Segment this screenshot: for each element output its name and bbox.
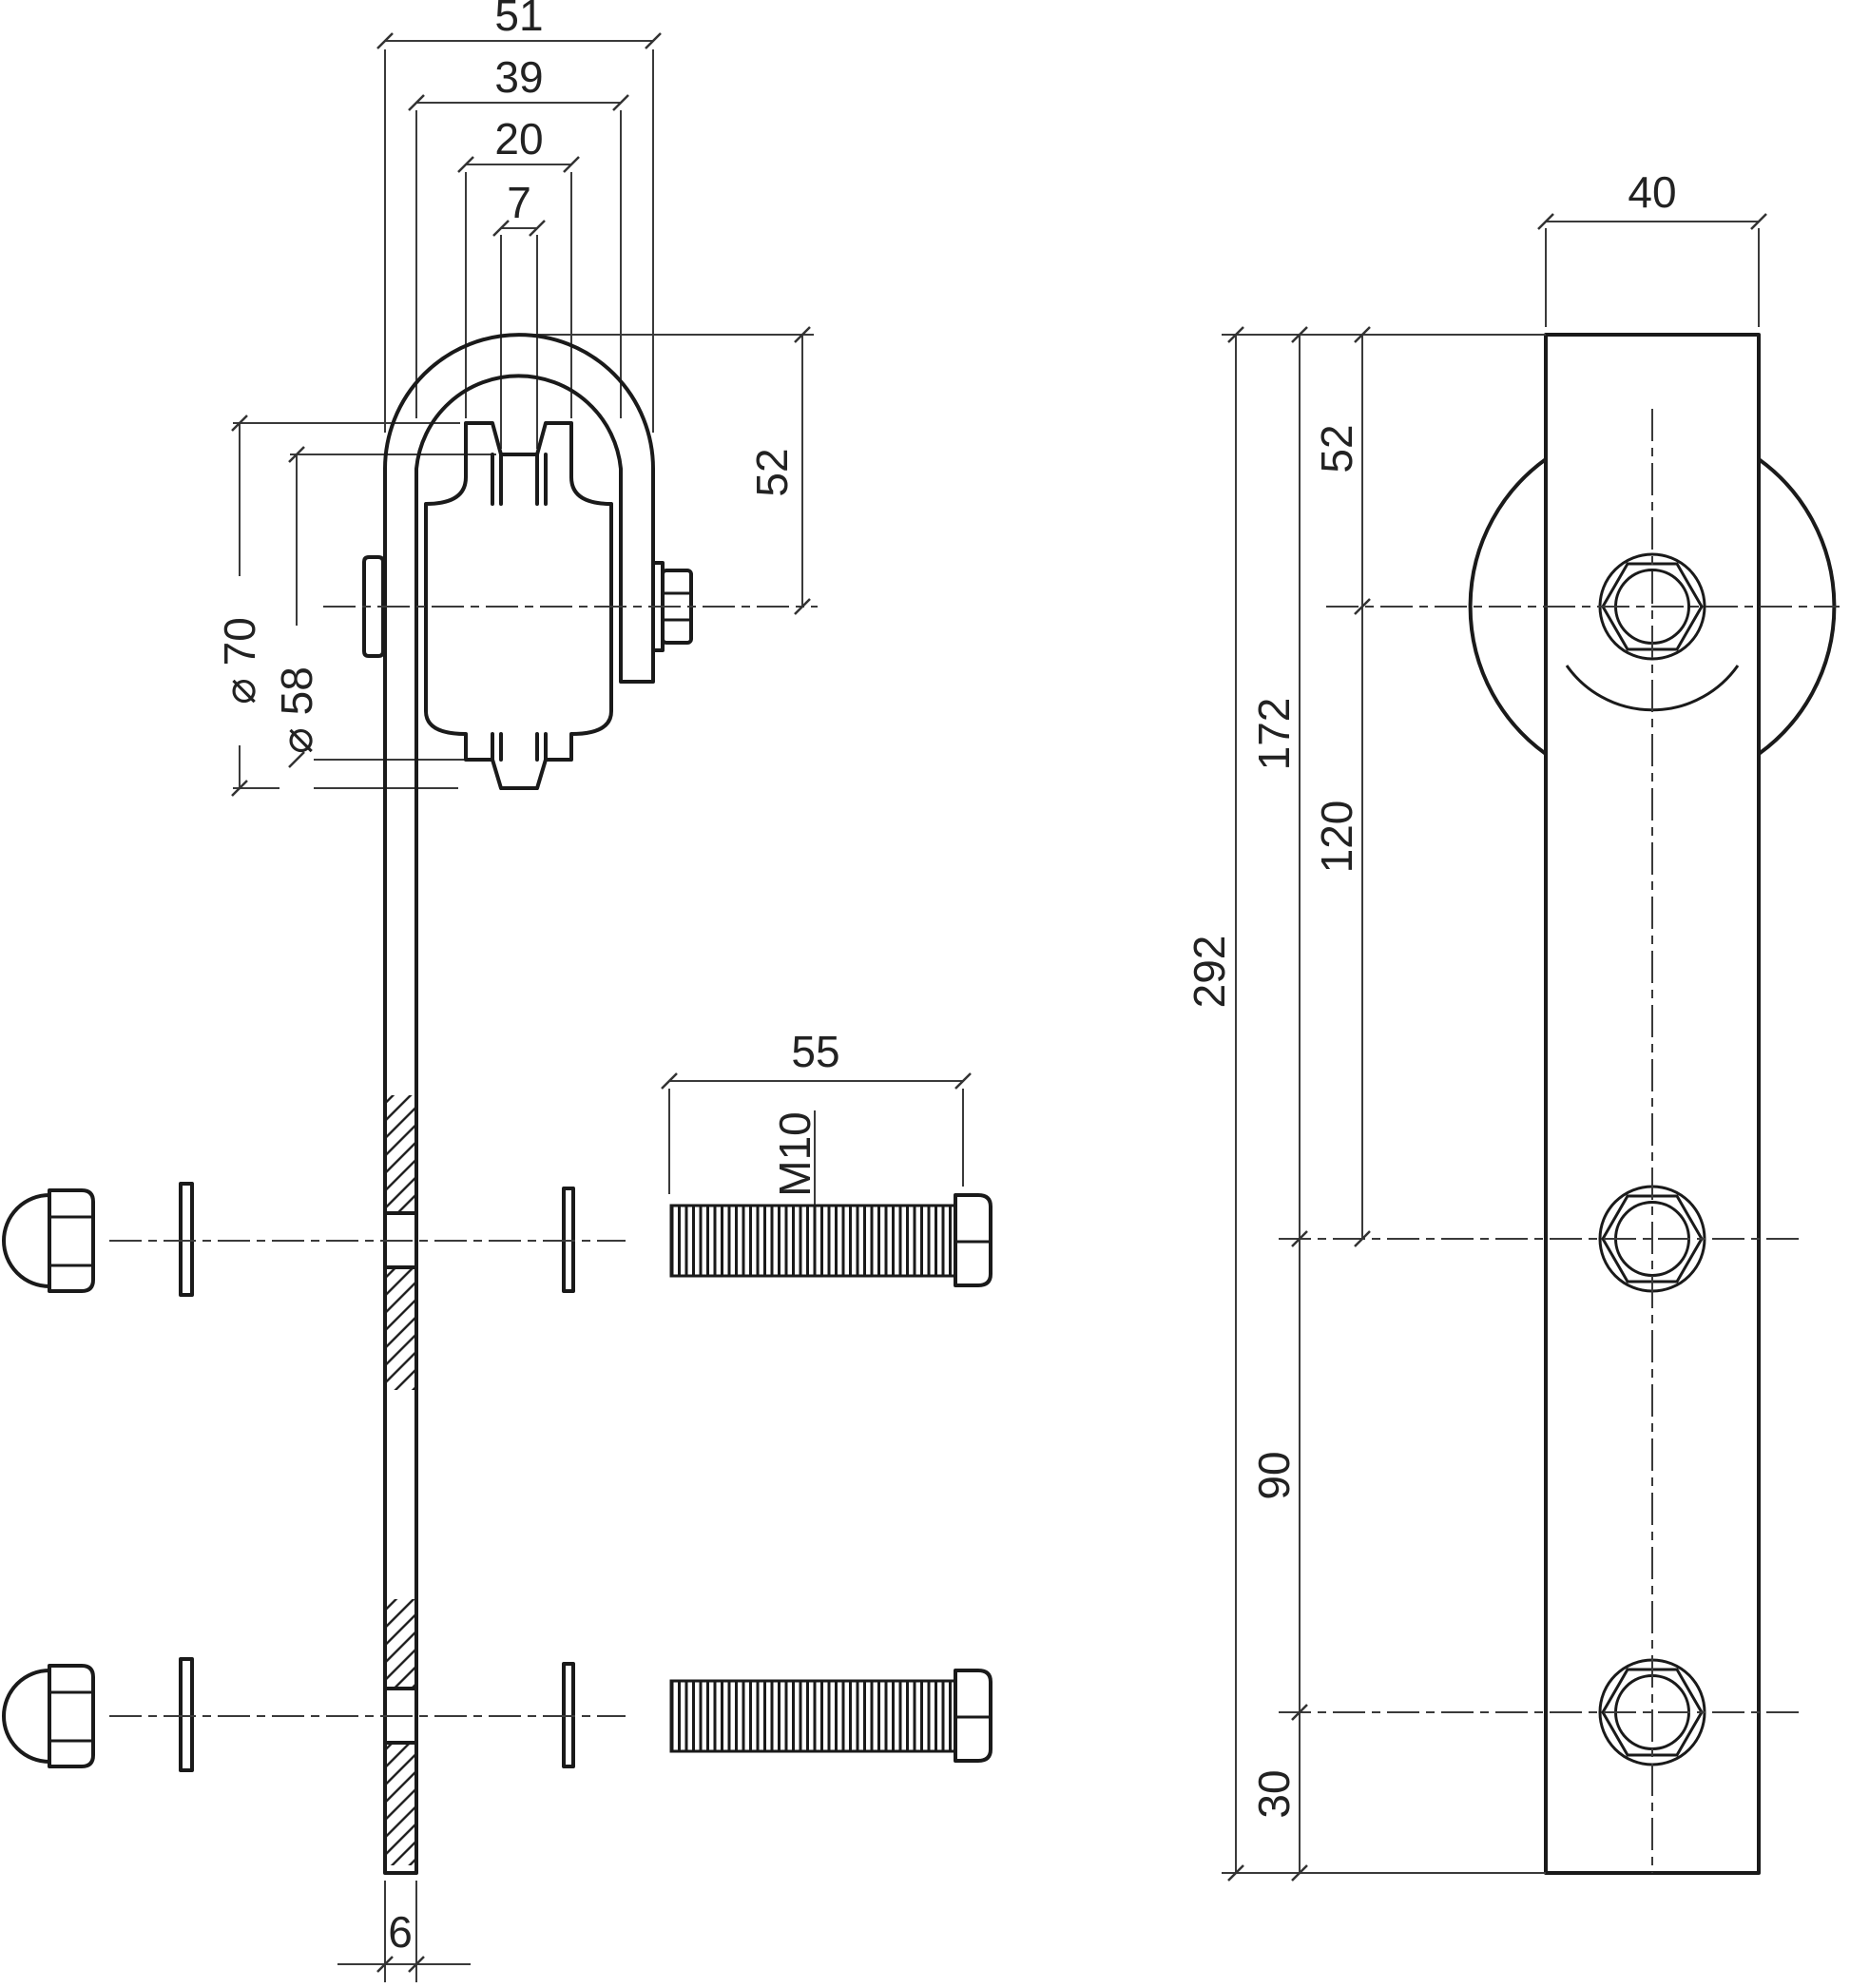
dim-label-40: 40 xyxy=(1628,167,1676,217)
axle-bolt-head xyxy=(362,555,385,658)
dim-label-90: 90 xyxy=(1249,1451,1299,1499)
dimension-ticks xyxy=(231,32,1767,1973)
dim-label-dia58: ⌀ 58 xyxy=(272,666,321,754)
washer-left-top xyxy=(179,1182,194,1297)
dim-label-20: 20 xyxy=(494,114,543,164)
strap-section-hatch xyxy=(387,1095,414,1865)
dim-label-30: 30 xyxy=(1249,1769,1299,1818)
dim-label-39: 39 xyxy=(494,52,543,102)
dim-label-m10: M10 xyxy=(770,1111,819,1196)
dim-label-292: 292 xyxy=(1185,936,1234,1009)
cap-nut-bottom xyxy=(2,1664,95,1768)
front-view: 40 52 172 120 292 90 30 xyxy=(1185,167,1840,1875)
dim-label-52-side: 52 xyxy=(747,448,797,496)
dim-label-52-front: 52 xyxy=(1312,424,1361,473)
dim-label-7: 7 xyxy=(507,178,531,227)
dimension-lines-front xyxy=(1222,221,1760,1874)
dim-label-dia70: ⌀ 70 xyxy=(215,617,264,704)
cap-nut-top xyxy=(2,1188,95,1293)
dimension-lines-side xyxy=(233,40,964,1982)
dim-label-55: 55 xyxy=(791,1027,839,1076)
washer-left-bottom xyxy=(179,1657,194,1772)
dim-label-6: 6 xyxy=(388,1907,413,1957)
side-view: 51 39 20 7 ⌀ 70 ⌀ 58 52 55 M10 6 xyxy=(2,0,992,1982)
hex-bolt-bottom xyxy=(669,1669,992,1763)
hex-bolt-top xyxy=(669,1193,992,1287)
dim-label-120: 120 xyxy=(1312,801,1361,874)
dim-label-51: 51 xyxy=(494,0,543,40)
dim-label-172: 172 xyxy=(1249,698,1299,771)
centerlines-front xyxy=(1279,409,1840,1873)
centerlines-side xyxy=(109,606,818,1717)
